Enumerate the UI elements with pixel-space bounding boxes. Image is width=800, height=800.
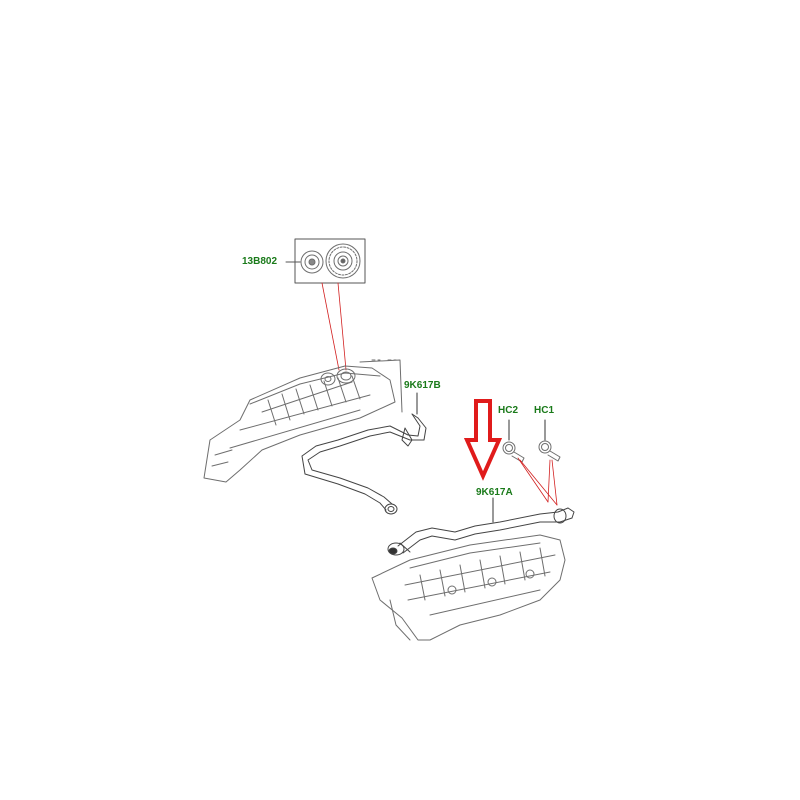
- callout-hc2: HC2: [498, 405, 519, 416]
- separator-on-cover: [320, 368, 356, 386]
- hose-clip-hc1: [538, 419, 561, 462]
- callout-9k617b: 9K617B: [404, 380, 441, 391]
- inset-leader-lines: [321, 282, 347, 371]
- breather-hose-upper: [301, 413, 427, 515]
- hose-end-fitting: [387, 542, 411, 556]
- highlight-arrow: [463, 399, 503, 481]
- hose-clip-hc2: [502, 419, 525, 463]
- left-valve-cover: [203, 359, 403, 483]
- callout-hc1: HC1: [534, 405, 555, 416]
- clip-leader-lines: [517, 457, 558, 506]
- right-cylinder-head: [371, 534, 566, 641]
- separator-cap-part: [325, 243, 361, 279]
- callout-leaders: [416, 392, 494, 523]
- callout-9k617a: 9K617A: [476, 487, 513, 498]
- callout-13b802: 13B802: [242, 256, 278, 267]
- breather-hose-lower: [387, 507, 575, 556]
- separator-seal-part: [300, 250, 324, 274]
- oil-separator-inset: [285, 238, 366, 284]
